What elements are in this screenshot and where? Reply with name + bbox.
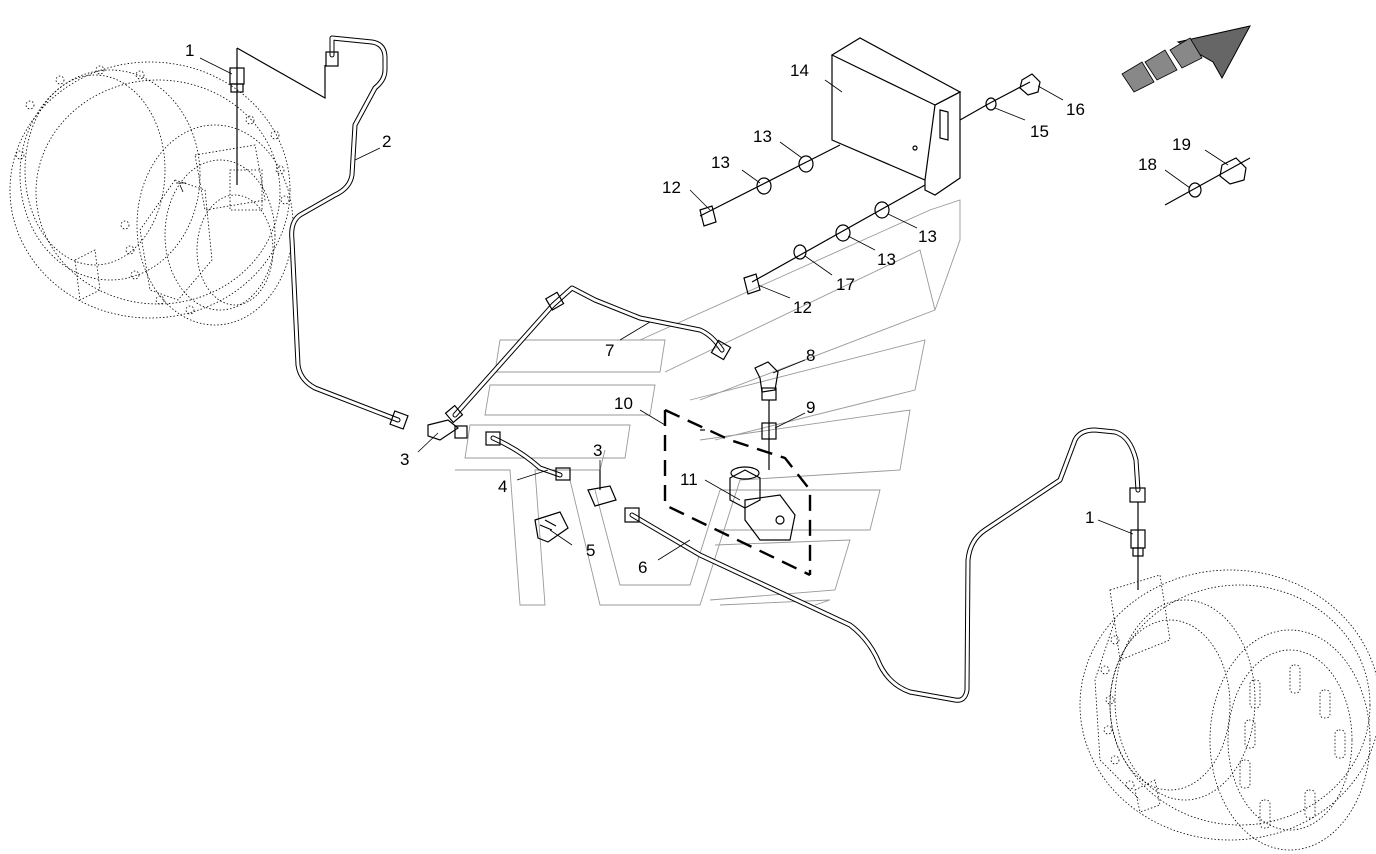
callout-13-b: 13 (753, 127, 772, 146)
callout-11: 11 (680, 470, 698, 489)
callout-16: 16 (1066, 100, 1085, 119)
callout-19: 19 (1172, 135, 1191, 154)
callout-2: 2 (382, 132, 391, 151)
callout-9: 9 (806, 398, 815, 417)
callout-6: 6 (638, 558, 647, 577)
callout-10: 10 (614, 394, 633, 413)
pipe-fittings (229, 47, 1146, 590)
callout-7: 7 (605, 341, 614, 360)
callout-1-top: 1 (185, 41, 194, 60)
callout-13-a: 13 (711, 153, 730, 172)
callout-14: 14 (790, 61, 809, 80)
background-frame-logo (455, 199, 961, 606)
callout-5: 5 (586, 541, 595, 560)
right-wheel-motor (1079, 569, 1376, 851)
callout-3-left: 3 (400, 450, 409, 469)
callout-15: 15 (1030, 122, 1049, 141)
hydraulic-pipes (289, 35, 1141, 703)
left-wheel-motor (9, 61, 294, 326)
bracket (830, 37, 991, 196)
callout-4: 4 (498, 477, 507, 496)
callout-18: 18 (1138, 155, 1157, 174)
callout-17: 17 (836, 275, 855, 294)
callout-13-d: 13 (918, 227, 937, 246)
callout-1-right: 1 (1085, 508, 1094, 527)
callout-labels: 1 1 2 3 3 4 5 6 7 8 9 10 11 12 12 13 13 … (185, 41, 1191, 577)
callout-12-bottom: 12 (793, 298, 812, 317)
fasteners (699, 73, 1251, 295)
callout-8: 8 (806, 346, 815, 365)
solenoid-valve-assembly (663, 408, 812, 577)
callout-12-top: 12 (662, 178, 681, 197)
callout-leaders (199, 57, 1229, 561)
callout-3-center: 3 (593, 441, 602, 460)
callout-13-c: 13 (877, 250, 896, 269)
direction-arrow-icon (1121, 25, 1251, 93)
